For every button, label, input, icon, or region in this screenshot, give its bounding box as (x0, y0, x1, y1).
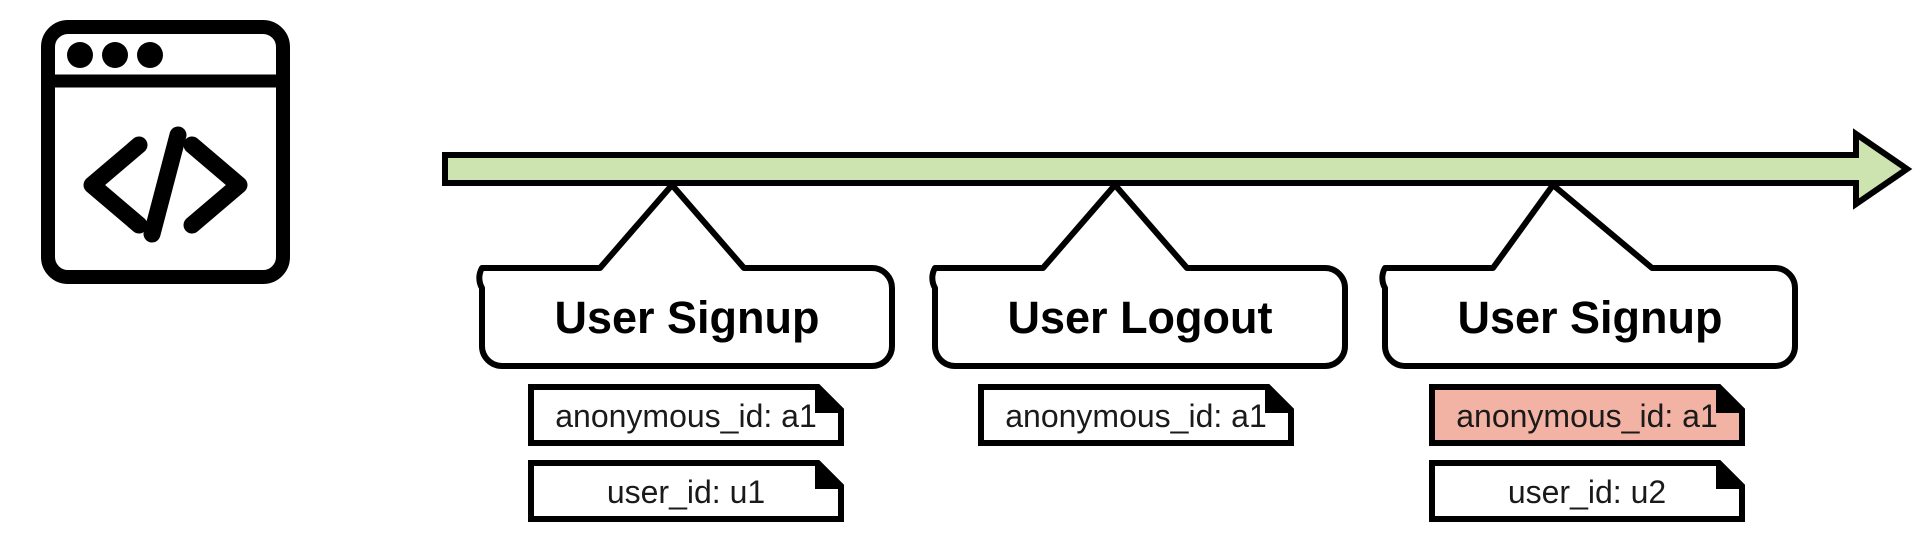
note-shape[interactable] (528, 384, 844, 446)
note-1-user-id[interactable]: user_id: u1 (528, 460, 844, 522)
event-callout-box-1[interactable] (476, 182, 895, 369)
note-text: user_id: u1 (607, 474, 765, 510)
note-3-anonymous-id[interactable]: anonymous_id: a1 (1429, 384, 1745, 446)
event-title-1: User Signup (554, 292, 819, 343)
note-fold-corner (815, 463, 841, 489)
timeline-arrow (442, 128, 1913, 210)
event-title-2: User Logout (1008, 292, 1273, 343)
angle-bracket-left-icon (83, 136, 148, 234)
window-dot-1-icon (67, 42, 93, 68)
slash-icon (143, 126, 187, 243)
note-fold-corner (1716, 463, 1742, 489)
note-1-anonymous-id[interactable]: anonymous_id: a1 (528, 384, 844, 446)
event-group-1[interactable]: User Signup anonymous_id: a1 user_id: u1 (476, 182, 895, 522)
angle-bracket-right-icon (183, 136, 248, 234)
note-text: user_id: u2 (1508, 474, 1666, 510)
event-callout-box-2[interactable] (929, 182, 1348, 369)
note-text: anonymous_id: a1 (1456, 398, 1718, 434)
note-fold-corner (1716, 387, 1742, 413)
note-shape[interactable] (1429, 460, 1745, 522)
event-group-3[interactable]: User Signup anonymous_id: a1 user_id: u2 (1379, 182, 1798, 522)
window-dot-3-icon (137, 42, 163, 68)
note-shape[interactable] (528, 460, 844, 522)
event-title-3: User Signup (1457, 292, 1722, 343)
note-fold-corner (1265, 387, 1291, 413)
note-3-user-id[interactable]: user_id: u2 (1429, 460, 1745, 522)
note-text: anonymous_id: a1 (1005, 398, 1267, 434)
timeline-arrow-shape (442, 128, 1913, 210)
event-callout-box-3[interactable] (1379, 182, 1798, 369)
window-dot-2-icon (102, 42, 128, 68)
note-2-anonymous-id[interactable]: anonymous_id: a1 (978, 384, 1294, 446)
code-window-icon (41, 20, 290, 284)
note-shape[interactable] (978, 384, 1294, 446)
note-text: anonymous_id: a1 (555, 398, 817, 434)
note-shape-highlighted[interactable] (1429, 384, 1745, 446)
note-fold-corner (815, 387, 841, 413)
event-group-2[interactable]: User Logout anonymous_id: a1 (929, 182, 1348, 446)
